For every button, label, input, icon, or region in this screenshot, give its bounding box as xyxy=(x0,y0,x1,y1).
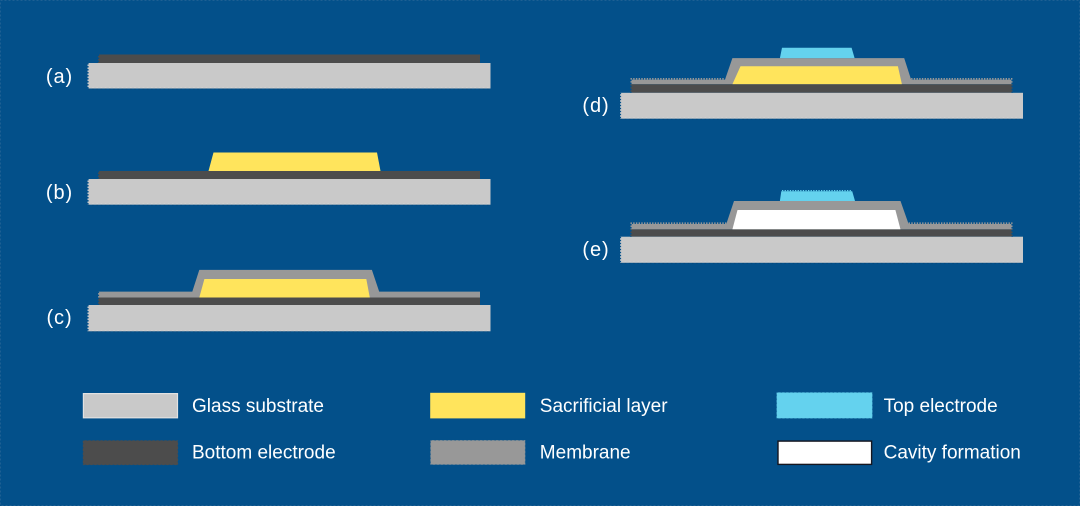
svg-text:(e): (e) xyxy=(582,239,609,261)
svg-text:Cavity formation: Cavity formation xyxy=(884,442,1021,463)
svg-text:Sacrificial layer: Sacrificial layer xyxy=(540,396,668,417)
svg-text:Glass substrate: Glass substrate xyxy=(192,396,324,417)
svg-text:Bottom electrode: Bottom electrode xyxy=(192,442,336,463)
svg-text:(c): (c) xyxy=(46,307,72,329)
svg-text:Membrane: Membrane xyxy=(540,442,631,463)
svg-text:(a): (a) xyxy=(46,66,73,88)
svg-text:Top electrode: Top electrode xyxy=(884,396,998,417)
svg-text:(b): (b) xyxy=(46,182,73,204)
svg-text:(d): (d) xyxy=(582,95,609,117)
